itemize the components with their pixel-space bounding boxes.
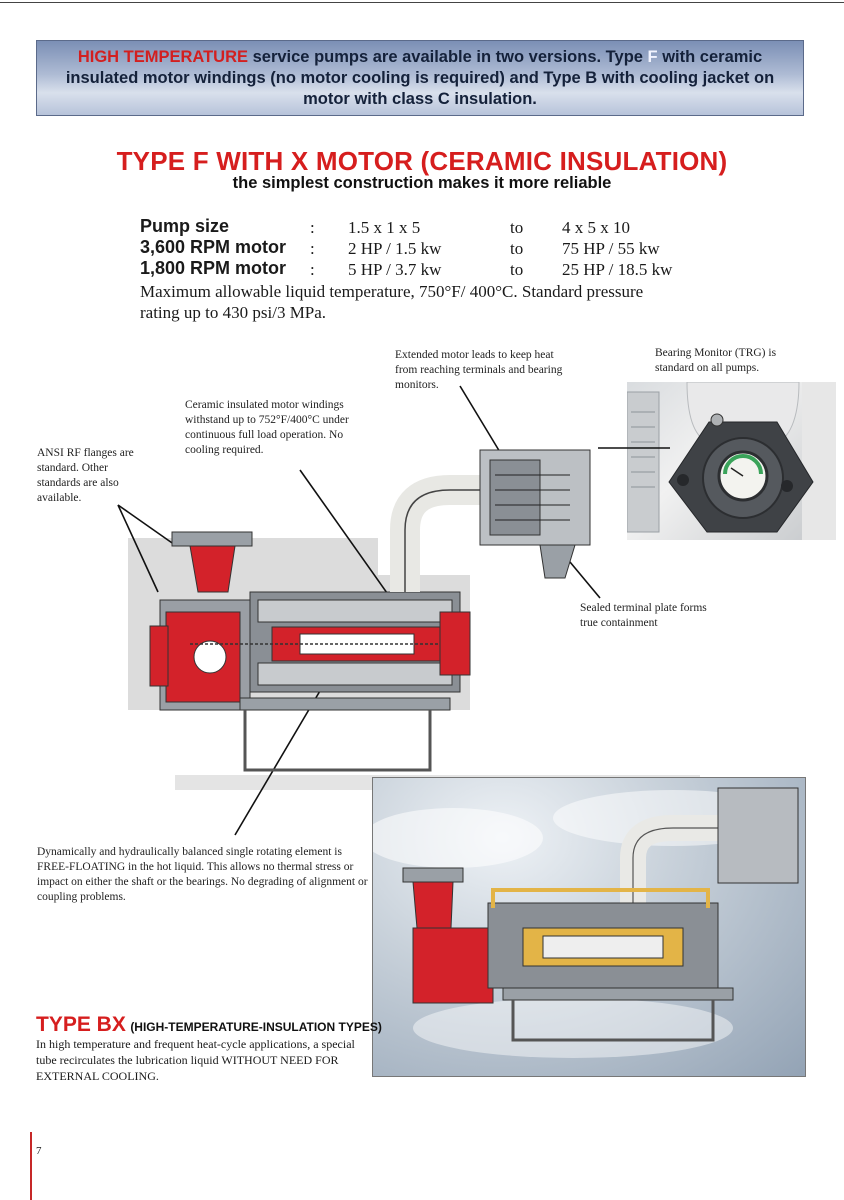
- page-number: 7: [36, 1145, 42, 1157]
- type-bx-subtitle: (HIGH-TEMPERATURE-INSULATION TYPES): [130, 1020, 382, 1034]
- spec-from: 5 HP / 3.7 kw: [348, 260, 442, 279]
- spec-label-3600-rpm: 3,600 RPM motor: [140, 237, 287, 257]
- spec-label-1800-rpm: 1,800 RPM motor: [140, 258, 287, 278]
- caption-extended-leads: Extended motor leads to keep heat from r…: [395, 349, 563, 391]
- spec-max: 25 HP / 18.5 kw: [562, 260, 673, 279]
- spec-to: to: [510, 239, 524, 258]
- info-banner: HIGH TEMPERATURE service pumps are avail…: [36, 40, 804, 116]
- pump-cross-section-diagram: [117, 385, 700, 836]
- banner-text-2: with ceramic insulated motor windings (n…: [65, 48, 775, 108]
- spec-to: to: [510, 260, 524, 279]
- spec-from: 1.5 x 1 x 5: [348, 218, 421, 237]
- page-subtitle: the simplest construction makes it more …: [232, 174, 612, 192]
- caption-ceramic: Ceramic insulated motor windings withsta…: [185, 399, 349, 456]
- spec-from: 2 HP / 1.5 kw: [348, 239, 442, 258]
- page-title: TYPE F WITH X MOTOR (CERAMIC INSULATION): [116, 146, 728, 176]
- caption-dynamic-balance: Dynamically and hydraulically balanced s…: [37, 846, 368, 903]
- spec-colon: :: [310, 260, 315, 279]
- caption-bearing-monitor: Bearing Monitor (TRG) is standard on all…: [655, 347, 777, 374]
- caption-sealed-terminal: Sealed terminal plate forms true contain…: [580, 602, 707, 629]
- type-bx-description: In high temperature and frequent heat-cy…: [36, 1037, 355, 1083]
- spec-colon: :: [310, 239, 315, 258]
- bearing-monitor-photo: [627, 382, 836, 540]
- type-bx-heading: TYPE BX (HIGH-TEMPERATURE-INSULATION TYP…: [36, 1013, 382, 1037]
- caption-ansi-flanges: ANSI RF flanges are standard. Other stan…: [37, 447, 134, 504]
- spec-colon: :: [310, 218, 315, 237]
- spec-label-pump-size: Pump size: [140, 216, 230, 236]
- type-bx-pump-illustration: [373, 787, 799, 1058]
- type-bx-photo: [372, 777, 806, 1077]
- banner-type-f: F: [647, 48, 658, 66]
- spec-max: 75 HP / 55 kw: [562, 239, 660, 258]
- top-rule: [0, 2, 844, 3]
- spec-to: to: [510, 218, 524, 237]
- banner-text-1: service pumps are available in two versi…: [248, 48, 648, 66]
- type-bx-title: TYPE BX: [36, 1013, 126, 1036]
- page-margin-bar: [30, 1132, 32, 1200]
- banner-lead: HIGH TEMPERATURE: [77, 48, 249, 66]
- spec-max: 4 x 5 x 10: [562, 218, 630, 237]
- bearing-monitor-illustration: [627, 382, 836, 540]
- temperature-note: Maximum allowable liquid temperature, 75…: [140, 282, 644, 322]
